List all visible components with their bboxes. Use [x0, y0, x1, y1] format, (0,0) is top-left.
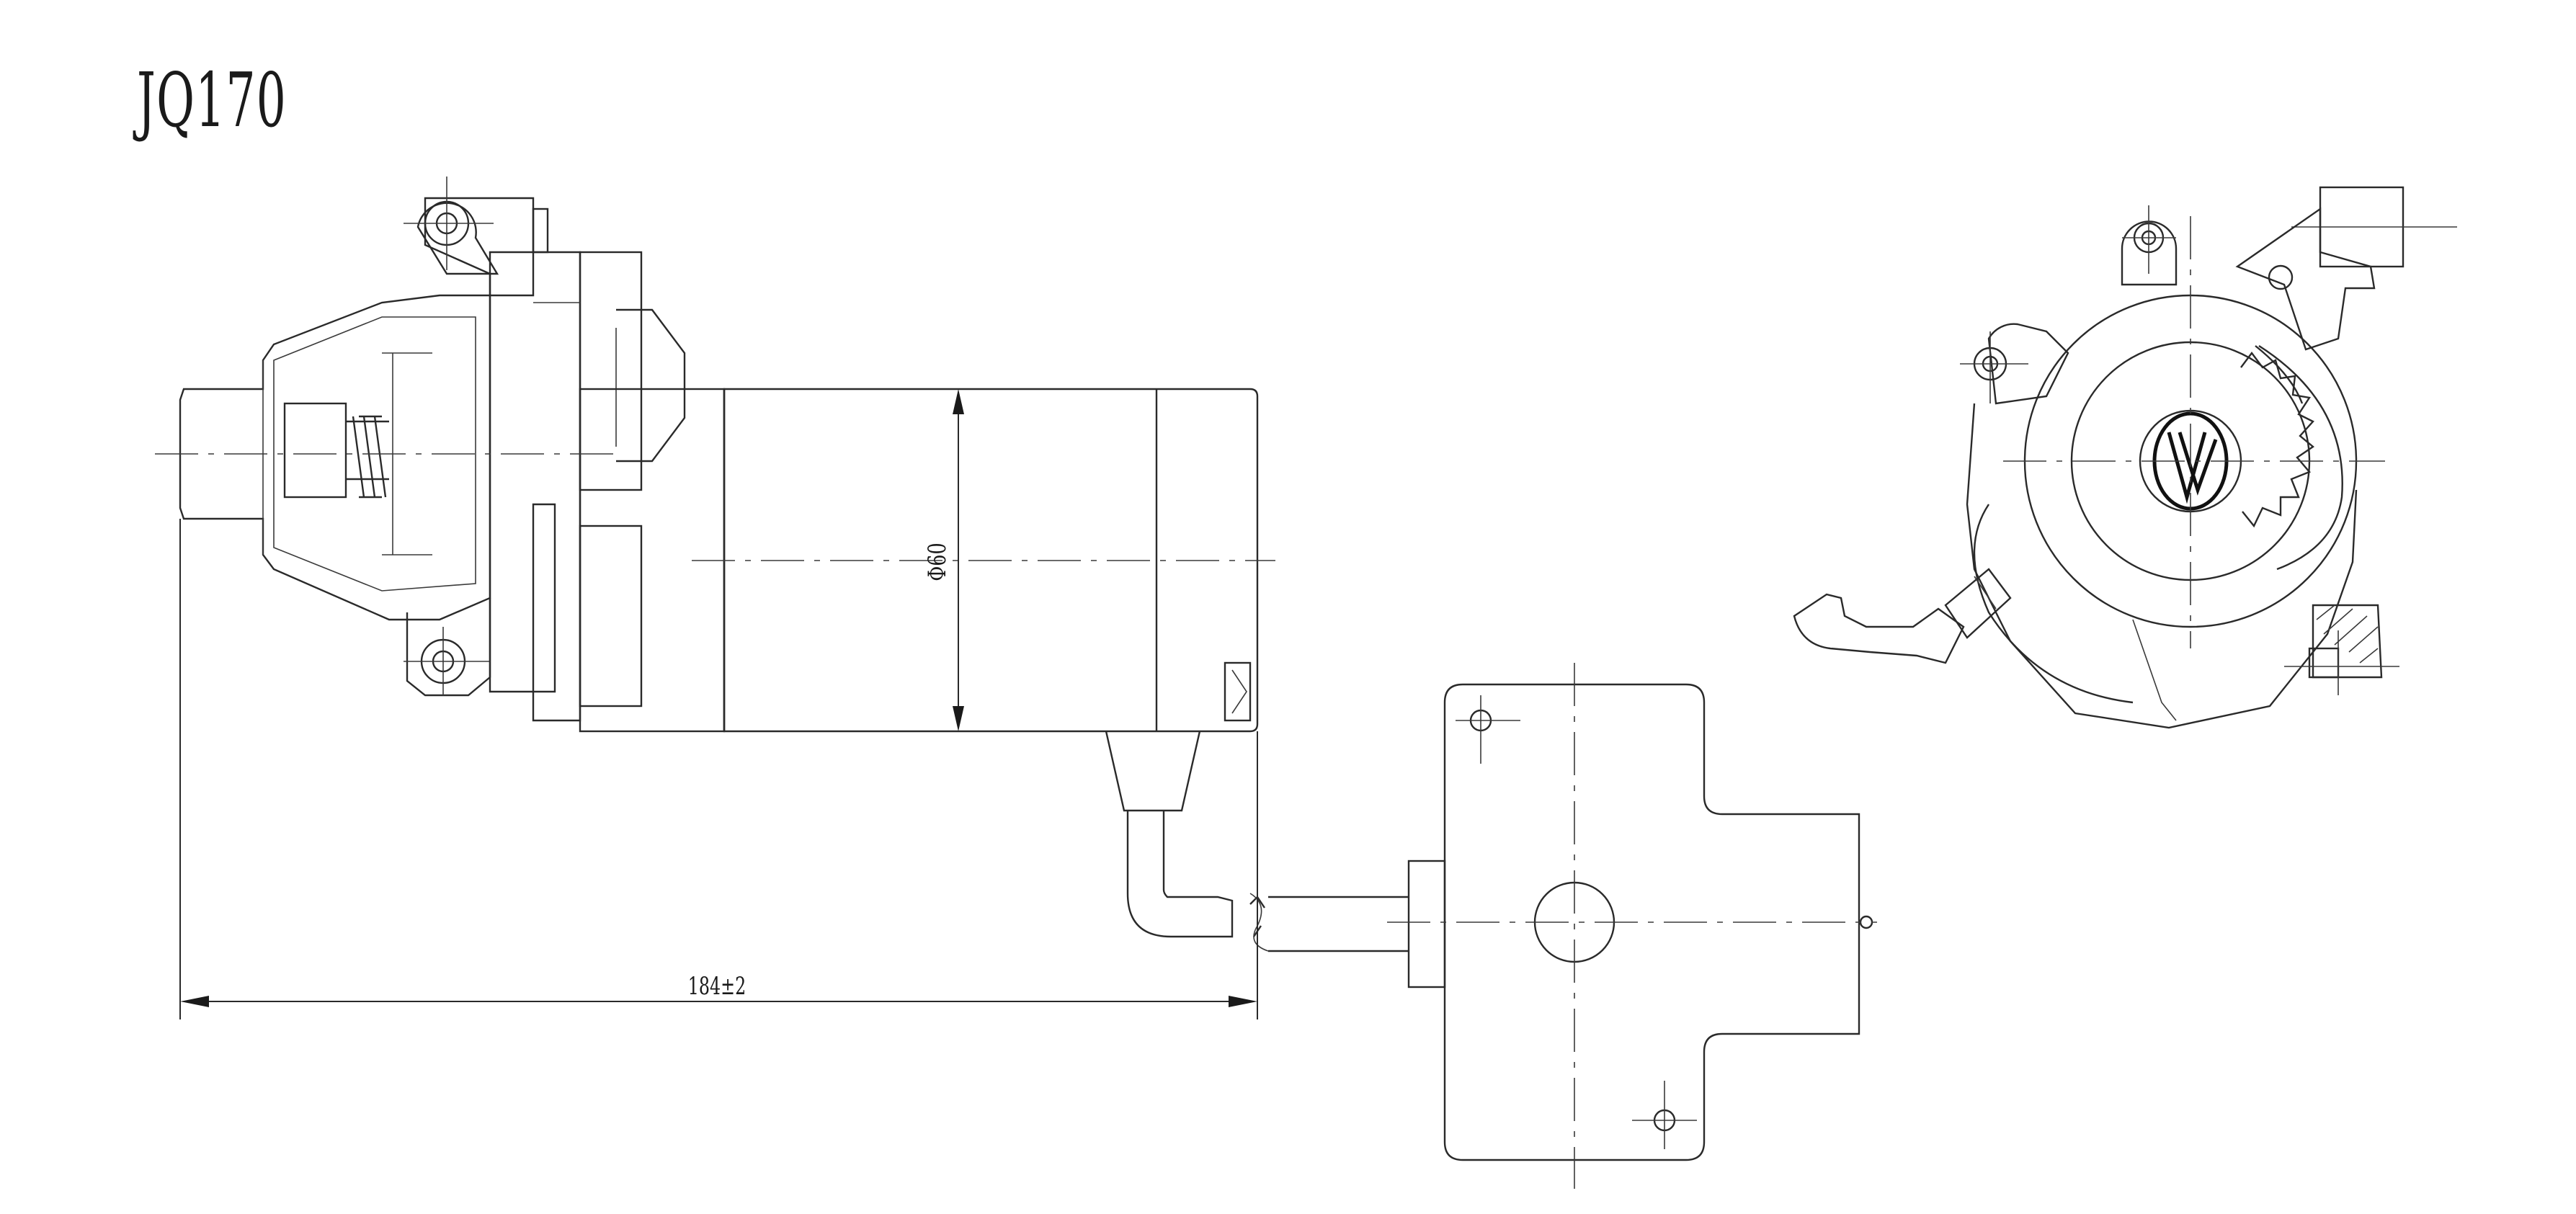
- end-view: [1793, 186, 2457, 729]
- length-label: 184±2: [688, 972, 746, 1000]
- bottom-mount-ear: [404, 598, 491, 697]
- side-view: [155, 177, 1409, 1019]
- diameter-dimension: [953, 389, 964, 731]
- drawing-title: JQ170: [137, 56, 287, 144]
- pinion-gear-icon: [2240, 344, 2343, 571]
- diameter-label: Φ60: [923, 543, 952, 581]
- spring-icon: [346, 415, 389, 499]
- flange-view: [1387, 663, 1877, 1189]
- top-mount-ear: [404, 177, 549, 297]
- length-dimension: [179, 519, 1258, 1019]
